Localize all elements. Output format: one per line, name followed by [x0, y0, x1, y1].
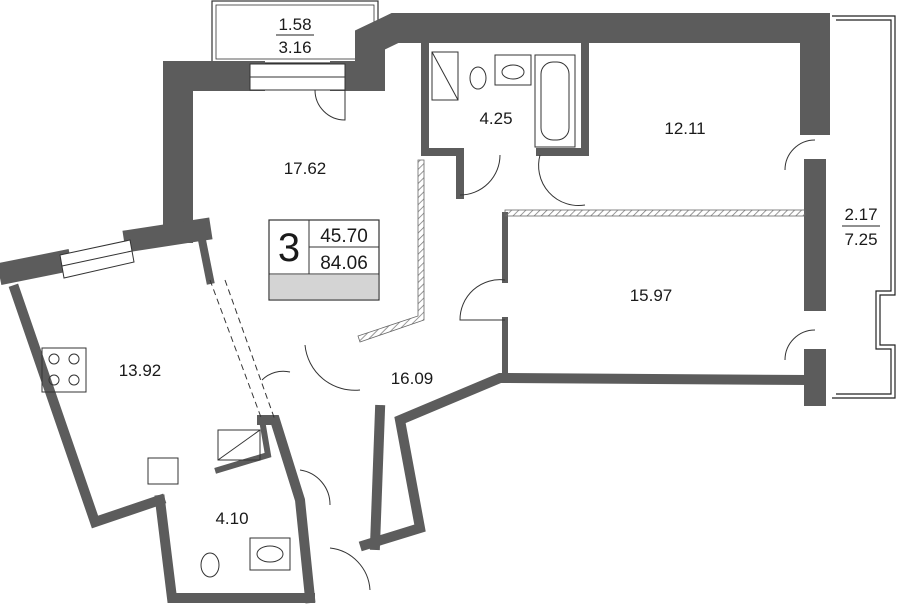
toilet-icon	[469, 66, 487, 90]
total-area: 84.06	[320, 253, 368, 274]
bedroom-2-area: 15.97	[630, 286, 673, 305]
top-balcony	[211, 0, 379, 64]
living-area: 45.70	[320, 226, 368, 247]
doors	[209, 89, 816, 591]
top-balcony-area: 1.58	[278, 15, 311, 34]
hallway-area: 16.09	[391, 369, 434, 388]
summary-bar	[270, 275, 378, 299]
toilet-area: 4.10	[215, 509, 248, 528]
interior-walls	[195, 41, 806, 474]
windows	[59, 63, 346, 279]
right-balcony-area: 2.17	[844, 205, 877, 224]
right-balcony-area-coef: 7.25	[844, 230, 877, 249]
exterior-walls	[0, 13, 830, 604]
kitchen-area: 13.92	[119, 361, 162, 380]
sink-icon	[249, 537, 291, 571]
kitchen-sink-icon	[147, 457, 179, 485]
sink-icon	[501, 64, 525, 80]
apartment-summary: 3 45.70 84.06	[268, 219, 380, 301]
fixtures	[41, 51, 576, 578]
right-balcony	[832, 15, 896, 399]
stove-icon	[41, 347, 87, 393]
bedroom-1-area: 12.11	[664, 119, 705, 138]
bathtub-icon	[534, 54, 576, 148]
rooms-count: 3	[278, 226, 300, 270]
living-room-area: 17.62	[284, 159, 327, 178]
bathroom-area: 4.25	[479, 109, 512, 128]
top-balcony-area-coef: 3.16	[278, 38, 311, 57]
toilet-icon	[200, 552, 220, 578]
